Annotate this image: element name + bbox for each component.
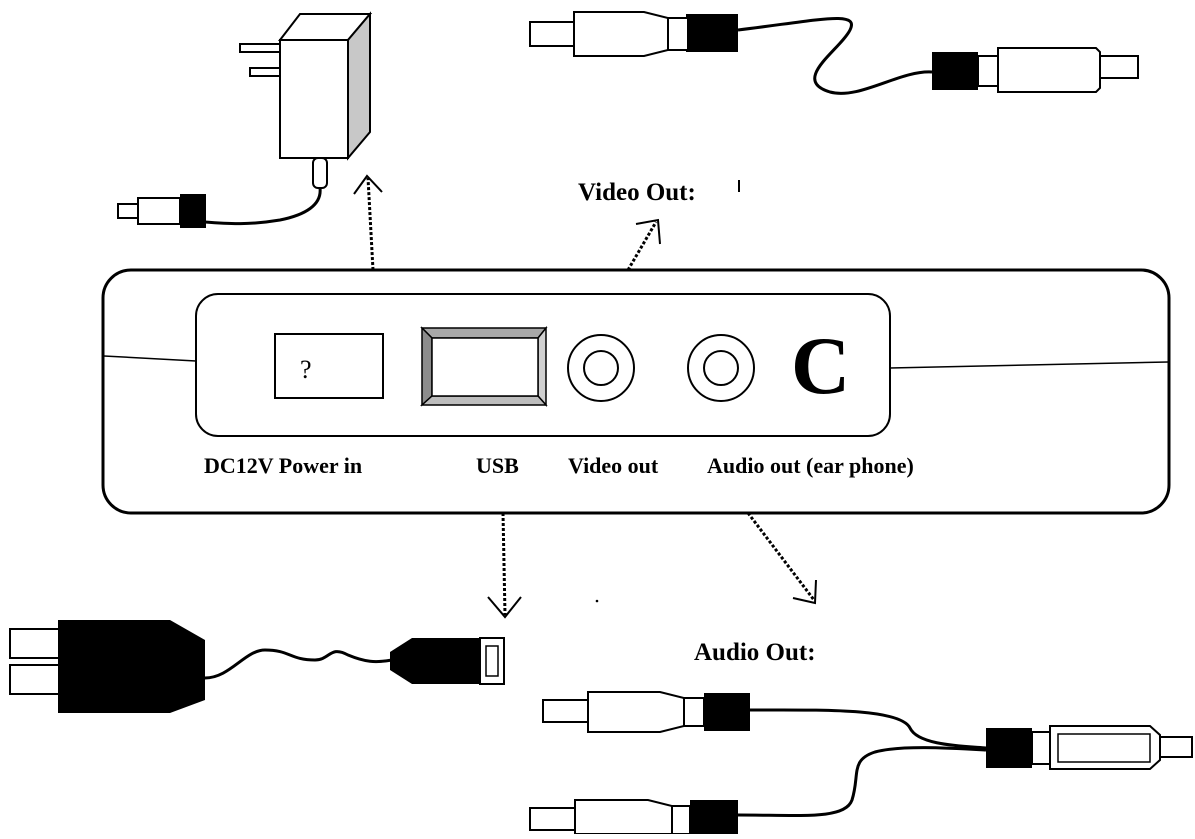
- usb-port: [420, 325, 548, 407]
- audio-cable: [529, 691, 1193, 835]
- video-cable: [529, 11, 1139, 95]
- power-adapter: [117, 11, 373, 228]
- audio-out-jack: [687, 334, 755, 402]
- arrow-to-video-cable: [626, 218, 661, 271]
- label-dc-power: DC12V Power in: [204, 453, 362, 478]
- arrow-to-audio-cable: [746, 512, 817, 605]
- stray-dot: [595, 599, 599, 603]
- usb-cable: [9, 620, 505, 713]
- label-video-out: Video out: [568, 453, 659, 478]
- label-audio-out: Audio out (ear phone): [707, 453, 914, 478]
- video-out-title: Video Out:: [578, 179, 696, 206]
- arrow-to-power-adapter: [353, 174, 383, 271]
- arrow-to-usb-cable: [487, 512, 522, 619]
- audio-out-title: Audio Out:: [694, 639, 816, 666]
- logo-c: C: [791, 320, 850, 411]
- dc-power-jack: ?: [274, 333, 384, 399]
- label-usb: USB: [476, 453, 519, 478]
- video-out-jack: [567, 334, 635, 402]
- power-jack-symbol: ?: [300, 355, 312, 384]
